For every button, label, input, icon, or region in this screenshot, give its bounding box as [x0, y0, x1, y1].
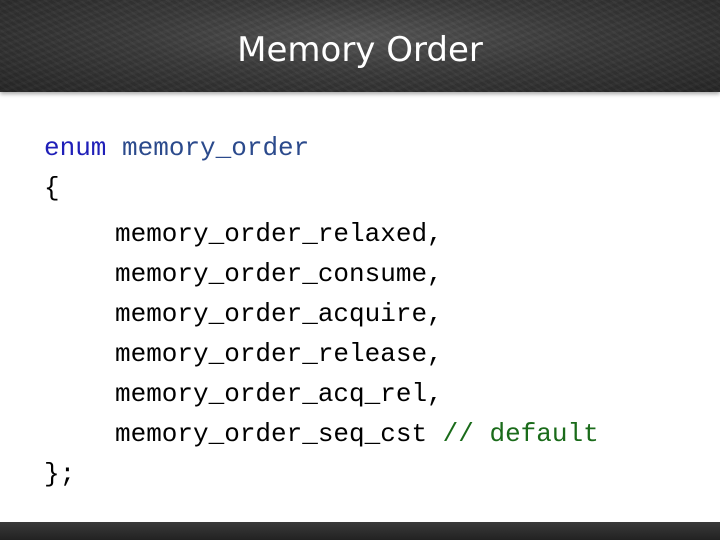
bottom-band — [0, 522, 720, 540]
title-band — [0, 0, 720, 92]
code-enumerator: memory_order_seq_cst — [115, 419, 428, 449]
code-enumerator: memory_order_consume, — [115, 259, 443, 289]
code-close-brace: }; — [44, 459, 76, 489]
code-type-name: memory_order — [122, 133, 310, 163]
code-enumerator: memory_order_acq_rel, — [115, 379, 443, 409]
code-block: enum memory_order { memory_order_relaxed… — [44, 128, 599, 489]
code-open-brace: { — [44, 173, 60, 203]
code-comment: // default — [442, 419, 599, 449]
code-enumerator: memory_order_relaxed, — [115, 219, 443, 249]
code-keyword-enum: enum — [44, 133, 107, 163]
code-line-declaration: enum memory_order — [44, 128, 309, 168]
slide-title: Memory Order — [237, 30, 483, 70]
code-line-last-enumerator: memory_order_seq_cst // default — [115, 414, 599, 454]
code-enumerator: memory_order_acquire, — [115, 299, 443, 329]
code-enumerator: memory_order_release, — [115, 339, 443, 369]
